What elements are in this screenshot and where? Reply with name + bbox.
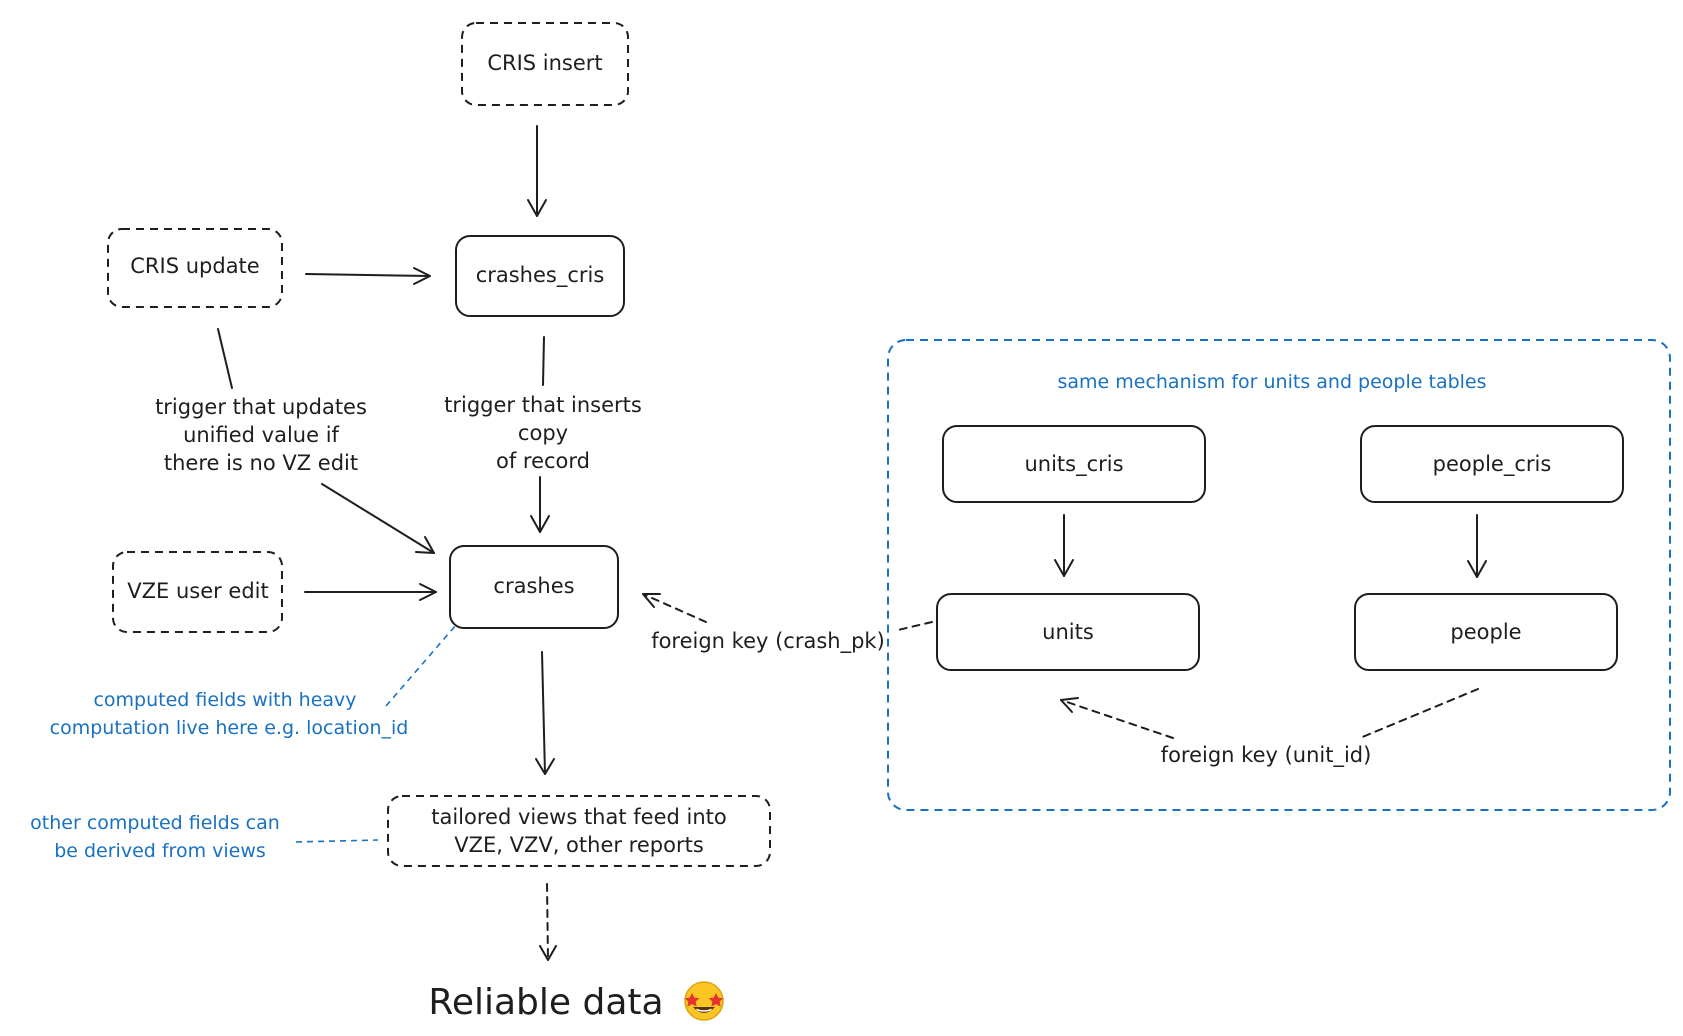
group-title: same mechanism for units and people tabl… — [1057, 371, 1486, 393]
arrow-cris-update-to-crashes-cris — [305, 267, 431, 285]
node-units-cris[interactable]: units_cris — [942, 425, 1206, 503]
node-tailored-views[interactable]: tailored views that feed into VZE, VZV, … — [387, 795, 771, 867]
node-units-label: units — [1042, 620, 1094, 644]
arrow-cris-update-to-crashes — [217, 328, 435, 554]
note-computed-heavy-connector — [385, 624, 457, 707]
note-computed-heavy: computed fields with heavy computation l… — [50, 689, 409, 739]
units-people-group[interactable]: same mechanism for units and people tabl… — [887, 339, 1671, 811]
arrow-people-cris-to-people — [1467, 514, 1487, 578]
node-units[interactable]: units — [936, 593, 1200, 671]
reliable-data-title: Reliable data — [428, 982, 663, 1023]
label-trigger-updates: trigger that updates unified value if th… — [155, 395, 367, 475]
svg-text:copy: copy — [518, 421, 568, 445]
node-people-label: people — [1450, 620, 1521, 644]
svg-text:trigger that updates: trigger that updates — [155, 395, 367, 419]
node-cris-update-label: CRIS update — [130, 254, 259, 278]
node-people-cris-label: people_cris — [1433, 452, 1552, 477]
node-crashes-cris[interactable]: crashes_cris — [455, 235, 625, 317]
arrow-units-fk-to-crashes — [642, 593, 933, 631]
node-cris-insert[interactable]: CRIS insert — [461, 22, 629, 106]
arrow-cris-insert-to-crashes-cris — [527, 125, 547, 217]
arrow-crashes-cris-to-crashes — [530, 336, 550, 533]
node-crashes[interactable]: crashes — [449, 545, 619, 629]
node-people-cris[interactable]: people_cris — [1360, 425, 1624, 503]
svg-text:of record: of record — [496, 449, 590, 473]
node-cris-update[interactable]: CRIS update — [107, 228, 283, 308]
node-tailored-views-line-2: VZE, VZV, other reports — [454, 833, 704, 857]
star-struck-emoji-icon — [684, 981, 724, 1021]
svg-text:be derived from views: be derived from views — [54, 840, 266, 862]
svg-text:unified value if: unified value if — [183, 423, 339, 447]
node-people[interactable]: people — [1354, 593, 1618, 671]
node-tailored-views-line-1: tailored views that feed into — [431, 805, 726, 829]
arrow-people-fk-to-units — [1060, 688, 1479, 739]
node-cris-insert-label: CRIS insert — [487, 51, 602, 75]
svg-text:computed fields with heavy: computed fields with heavy — [93, 689, 356, 711]
svg-text:trigger that inserts: trigger that inserts — [444, 393, 642, 417]
svg-text:there is no VZ edit: there is no VZ edit — [164, 451, 358, 475]
group-border — [887, 339, 1671, 811]
arrow-crashes-to-views — [535, 651, 555, 775]
node-units-cris-label: units_cris — [1024, 452, 1123, 477]
node-vze-user-edit-label: VZE user edit — [127, 579, 269, 603]
node-vze-user-edit[interactable]: VZE user edit — [112, 551, 283, 633]
svg-text:computation live here e.g. loc: computation live here e.g. location_id — [50, 717, 409, 739]
node-crashes-cris-label: crashes_cris — [476, 263, 605, 288]
svg-text:other computed fields can: other computed fields can — [30, 812, 280, 834]
node-crashes-label: crashes — [493, 574, 574, 598]
arrow-views-to-reliable-data — [539, 883, 557, 961]
arrow-vze-edit-to-crashes — [304, 583, 437, 601]
note-computed-views: other computed fields can be derived fro… — [30, 812, 280, 862]
arrow-units-cris-to-units — [1054, 514, 1074, 577]
note-computed-views-connector — [295, 839, 379, 843]
label-foreign-key-crash: foreign key (crash_pk) — [651, 629, 885, 654]
label-trigger-inserts: trigger that inserts copy of record — [444, 393, 642, 473]
label-foreign-key-unit: foreign key (unit_id) — [1161, 743, 1372, 768]
